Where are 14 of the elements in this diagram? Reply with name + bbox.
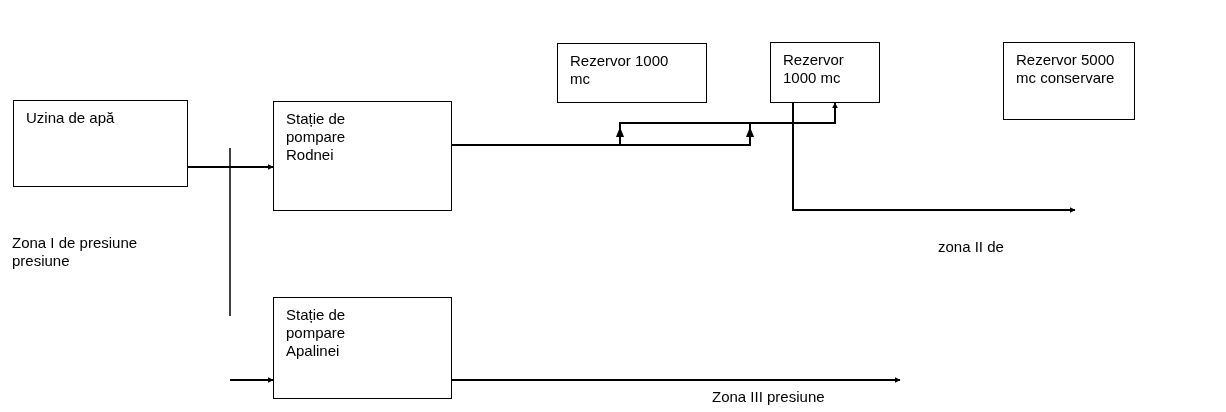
process-box: Rezervor 1000 mc [557, 43, 707, 103]
process-box: Rezervor 5000 mc conservare [1003, 42, 1135, 120]
arrow [792, 102, 1076, 213]
process-box: Uzina de apă [13, 100, 188, 187]
arrow [451, 377, 901, 383]
arrow [187, 164, 274, 170]
zone-label: zona II de [938, 238, 1005, 256]
process-box: Rezervor 1000 mc [770, 42, 880, 103]
zone-label: Zona I de presiune presiune [12, 234, 139, 270]
process-box: Stație de pompare Apalinei [273, 297, 452, 399]
process-box: Stație de pompare Rodnei [273, 101, 452, 211]
arrow [229, 377, 274, 383]
arrow [451, 102, 838, 146]
zone-label: Zona III presiune [712, 388, 826, 406]
